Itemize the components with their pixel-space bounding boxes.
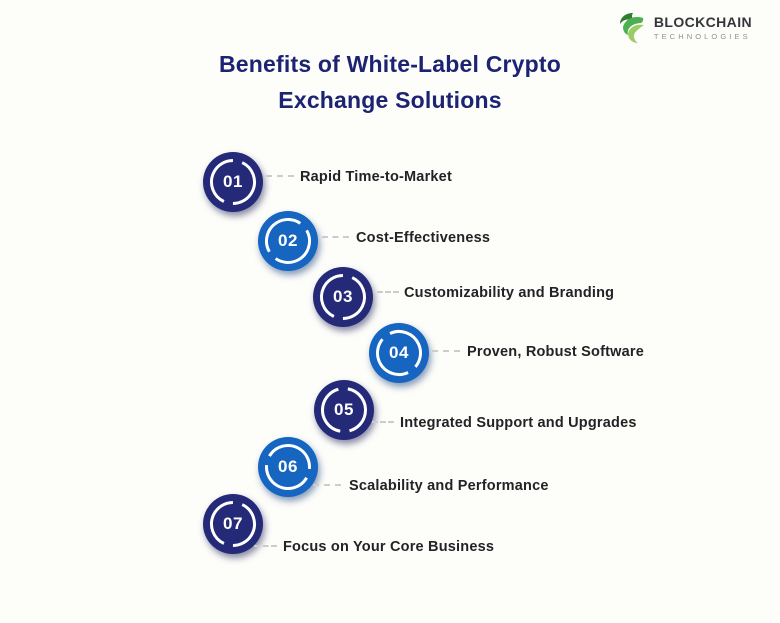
badge-ring xyxy=(265,218,311,264)
step-badge-03: 03 xyxy=(313,267,373,327)
badge-ring xyxy=(376,330,422,376)
badge-ring xyxy=(210,501,256,547)
brand-logo: BLOCKCHAIN TECHNOLOGIES xyxy=(617,12,752,44)
step-badge-07: 07 xyxy=(203,494,263,554)
step-number: 07 xyxy=(223,514,243,533)
page-title-line1: Benefits of White-Label Crypto xyxy=(218,51,562,77)
step-number-circle: 04 xyxy=(380,334,418,372)
connector-dash xyxy=(322,236,349,238)
step-label: Customizability and Branding xyxy=(404,285,615,301)
page-title-line2: Exchange Solutions xyxy=(278,87,502,113)
badge-ring xyxy=(210,159,256,205)
step-label: Scalability and Performance xyxy=(349,478,549,494)
step-label: Proven, Robust Software xyxy=(467,344,645,360)
step-number-circle: 07 xyxy=(214,505,252,543)
brand-subname: TECHNOLOGIES xyxy=(653,32,751,42)
step-label: Rapid Time-to-Market xyxy=(300,169,452,185)
step-number: 04 xyxy=(389,343,409,362)
connector-dash xyxy=(377,291,399,293)
connector-dash xyxy=(313,484,341,486)
brand-logo-text: BLOCKCHAIN TECHNOLOGIES xyxy=(654,15,752,41)
step-number: 01 xyxy=(223,172,243,191)
step-label: Integrated Support and Upgrades xyxy=(400,415,637,431)
connector-dash xyxy=(432,350,460,352)
brand-name: BLOCKCHAIN xyxy=(653,14,752,31)
step-badge-06: 06 xyxy=(258,437,318,497)
badge-ring xyxy=(265,444,311,490)
step-number: 06 xyxy=(278,457,298,476)
green-leaf-swirl-icon xyxy=(619,13,644,43)
step-number-circle: 06 xyxy=(269,448,307,486)
connector-dash xyxy=(266,175,294,177)
step-number: 03 xyxy=(333,287,353,306)
connector-dash xyxy=(254,545,277,547)
step-label: Cost-Effectiveness xyxy=(356,230,491,246)
step-number: 02 xyxy=(278,231,298,250)
step-number-circle: 03 xyxy=(324,278,362,316)
step-badge-02: 02 xyxy=(258,211,318,271)
step-number-circle: 02 xyxy=(269,222,307,260)
step-number-circle: 01 xyxy=(214,163,252,201)
step-badge-05: 05 xyxy=(314,380,374,440)
page-title: Benefits of White-Label Crypto Exchange … xyxy=(0,46,780,118)
step-number: 05 xyxy=(334,400,354,419)
step-label: Focus on Your Core Business xyxy=(283,539,495,555)
step-number-circle: 05 xyxy=(325,391,363,429)
badge-ring xyxy=(320,387,367,433)
step-badge-01: 01 xyxy=(203,152,263,212)
badge-ring xyxy=(320,274,366,320)
step-badge-04: 04 xyxy=(369,323,429,383)
connector-dash xyxy=(372,421,394,423)
